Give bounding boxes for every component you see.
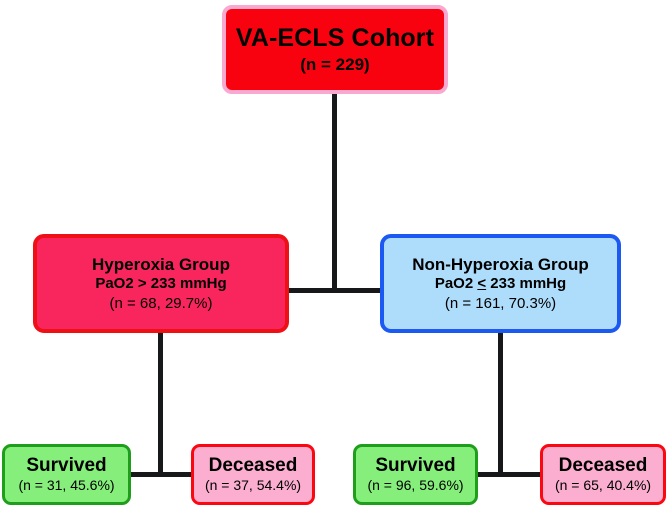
non-hyperoxia-criterion-suffix: 233 mmHg — [486, 275, 567, 293]
root-cohort-count: (n = 229) — [300, 55, 370, 75]
hyperoxia-group-criterion: PaO2 > 233 mmHg — [95, 275, 227, 293]
hyperoxia-criterion-operator: > — [137, 275, 147, 293]
node-non-hyperoxia-group: Non-Hyperoxia Group PaO2 < 233 mmHg (n =… — [380, 234, 621, 333]
hyperoxia-criterion-prefix: PaO2 — [95, 275, 138, 293]
non-hyperoxia-group-title: Non-Hyperoxia Group — [412, 255, 589, 275]
hyperoxia-criterion-suffix: 233 mmHg — [146, 275, 227, 293]
hyperoxia-group-title: Hyperoxia Group — [92, 255, 230, 275]
connector-hyperoxia-to-outcomes — [158, 331, 163, 475]
non-hyperoxia-criterion-prefix: PaO2 — [434, 275, 478, 293]
deceased-hyperoxia-count: (n = 37, 54.4%) — [204, 476, 302, 493]
node-hyperoxia-group: Hyperoxia Group PaO2 > 233 mmHg (n = 68,… — [33, 234, 289, 333]
deceased-non-hyperoxia-label: Deceased — [558, 455, 648, 477]
connector-non-hyperoxia-to-outcomes — [498, 331, 503, 475]
node-survived-hyperoxia: Survived (n = 31, 45.6%) — [2, 444, 131, 505]
hyperoxia-group-count: (n = 68, 29.7%) — [109, 294, 213, 312]
connector-hyperoxia-outcomes-horizontal — [128, 472, 194, 477]
survived-non-hyperoxia-count: (n = 96, 59.6%) — [367, 476, 464, 493]
deceased-non-hyperoxia-count: (n = 65, 40.4%) — [554, 476, 652, 493]
connector-root-to-groups — [332, 93, 337, 291]
non-hyperoxia-group-criterion: PaO2 < 233 mmHg — [434, 275, 567, 293]
root-cohort-title: VA-ECLS Cohort — [235, 24, 435, 53]
node-root-cohort: VA-ECLS Cohort (n = 229) — [222, 5, 448, 94]
node-deceased-hyperoxia: Deceased (n = 37, 54.4%) — [191, 444, 315, 505]
node-survived-non-hyperoxia: Survived (n = 96, 59.6%) — [353, 444, 478, 505]
survived-hyperoxia-count: (n = 31, 45.6%) — [18, 476, 115, 493]
deceased-hyperoxia-label: Deceased — [208, 455, 298, 477]
connector-non-hyperoxia-outcomes-horizontal — [475, 472, 543, 477]
less-than-or-equal-icon: < — [477, 275, 487, 293]
survived-non-hyperoxia-label: Survived — [375, 455, 456, 477]
survived-hyperoxia-label: Survived — [26, 455, 107, 477]
node-deceased-non-hyperoxia: Deceased (n = 65, 40.4%) — [540, 444, 666, 505]
non-hyperoxia-group-count: (n = 161, 70.3%) — [444, 294, 557, 312]
connector-groups-horizontal — [287, 288, 383, 293]
